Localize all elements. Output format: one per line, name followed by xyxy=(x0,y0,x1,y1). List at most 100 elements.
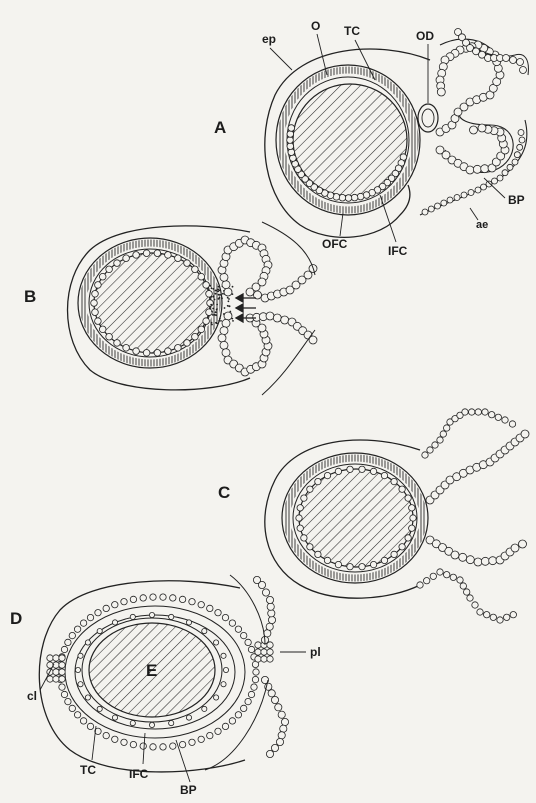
cell xyxy=(160,744,166,750)
panel-c-bp-cells xyxy=(417,409,529,623)
cell xyxy=(507,164,513,170)
cell xyxy=(95,610,101,616)
cell xyxy=(218,334,226,342)
cell xyxy=(510,57,517,64)
cell xyxy=(140,595,146,601)
cell xyxy=(78,682,83,687)
label-ifc-d: IFC xyxy=(129,767,149,781)
cell xyxy=(92,291,99,298)
stipple-dot xyxy=(212,288,214,290)
cell xyxy=(224,288,232,296)
cell xyxy=(220,273,228,281)
cell xyxy=(287,137,294,144)
cell xyxy=(175,345,182,352)
cell xyxy=(91,300,98,307)
cell xyxy=(221,653,226,658)
cell xyxy=(267,649,273,655)
cell xyxy=(97,629,102,634)
cell xyxy=(297,505,303,511)
cell xyxy=(252,676,258,682)
cell xyxy=(235,626,241,632)
label-ae: ae xyxy=(476,219,488,231)
panel-d-pl-cells xyxy=(255,642,273,662)
cell xyxy=(150,594,156,600)
cell xyxy=(266,623,273,630)
label-bp-d: BP xyxy=(180,783,197,797)
cell xyxy=(192,266,199,273)
cell xyxy=(221,682,226,687)
cell xyxy=(198,273,205,280)
stipple-dot xyxy=(211,322,213,324)
cell xyxy=(87,723,93,729)
cell xyxy=(461,192,467,198)
cell xyxy=(347,564,353,570)
cell xyxy=(224,312,232,320)
cell xyxy=(391,478,397,484)
cell xyxy=(255,656,261,662)
cell xyxy=(266,596,273,603)
stipple-dot xyxy=(218,286,220,288)
cell xyxy=(268,610,275,617)
cell xyxy=(345,195,352,202)
cell xyxy=(165,348,172,355)
cell xyxy=(301,495,307,501)
cell xyxy=(65,698,71,704)
cell xyxy=(74,626,80,632)
cell xyxy=(288,125,295,132)
cell xyxy=(112,736,118,742)
cell xyxy=(229,718,235,724)
cell xyxy=(512,159,518,165)
cell xyxy=(184,260,191,267)
cell xyxy=(112,602,118,608)
cell xyxy=(475,409,481,415)
label-ifc-a: IFC xyxy=(388,244,408,258)
cell xyxy=(130,596,136,602)
stipple-dot xyxy=(232,320,234,322)
cell xyxy=(504,614,510,620)
cell xyxy=(514,152,520,158)
cell xyxy=(103,732,109,738)
cell xyxy=(69,705,75,711)
cell xyxy=(170,595,176,601)
cell xyxy=(95,318,102,325)
cell xyxy=(460,583,466,589)
cell xyxy=(215,610,221,616)
cell xyxy=(95,282,102,289)
cell xyxy=(74,712,80,718)
cell xyxy=(502,417,508,423)
cell xyxy=(399,486,405,492)
cell xyxy=(103,605,109,611)
stipple-dot xyxy=(214,314,216,316)
cell xyxy=(478,124,486,132)
cell xyxy=(53,676,59,682)
cell xyxy=(481,184,487,190)
cell xyxy=(253,669,259,675)
cell xyxy=(61,646,67,652)
label-cl: cl xyxy=(27,689,37,703)
cell xyxy=(381,472,387,478)
cell xyxy=(409,525,415,531)
cell xyxy=(351,194,358,201)
stipple-dot xyxy=(211,311,213,313)
cell xyxy=(262,589,269,596)
cell xyxy=(437,437,443,443)
cell xyxy=(160,594,166,600)
stipple-dot xyxy=(213,295,215,297)
cell xyxy=(271,744,278,751)
cell xyxy=(222,281,230,289)
label-pl: pl xyxy=(310,645,321,659)
cell xyxy=(492,178,498,184)
cell xyxy=(202,706,207,711)
cell xyxy=(444,425,450,431)
cell xyxy=(222,349,230,357)
stipple-dot xyxy=(212,314,214,316)
cell xyxy=(427,447,433,453)
cell xyxy=(130,614,135,619)
label-ep: ep xyxy=(262,32,276,46)
cell xyxy=(469,409,475,415)
cell xyxy=(255,649,261,655)
cell xyxy=(359,564,365,570)
cell xyxy=(92,309,99,316)
label-e: E xyxy=(146,661,157,680)
stipple-dot xyxy=(215,322,217,324)
